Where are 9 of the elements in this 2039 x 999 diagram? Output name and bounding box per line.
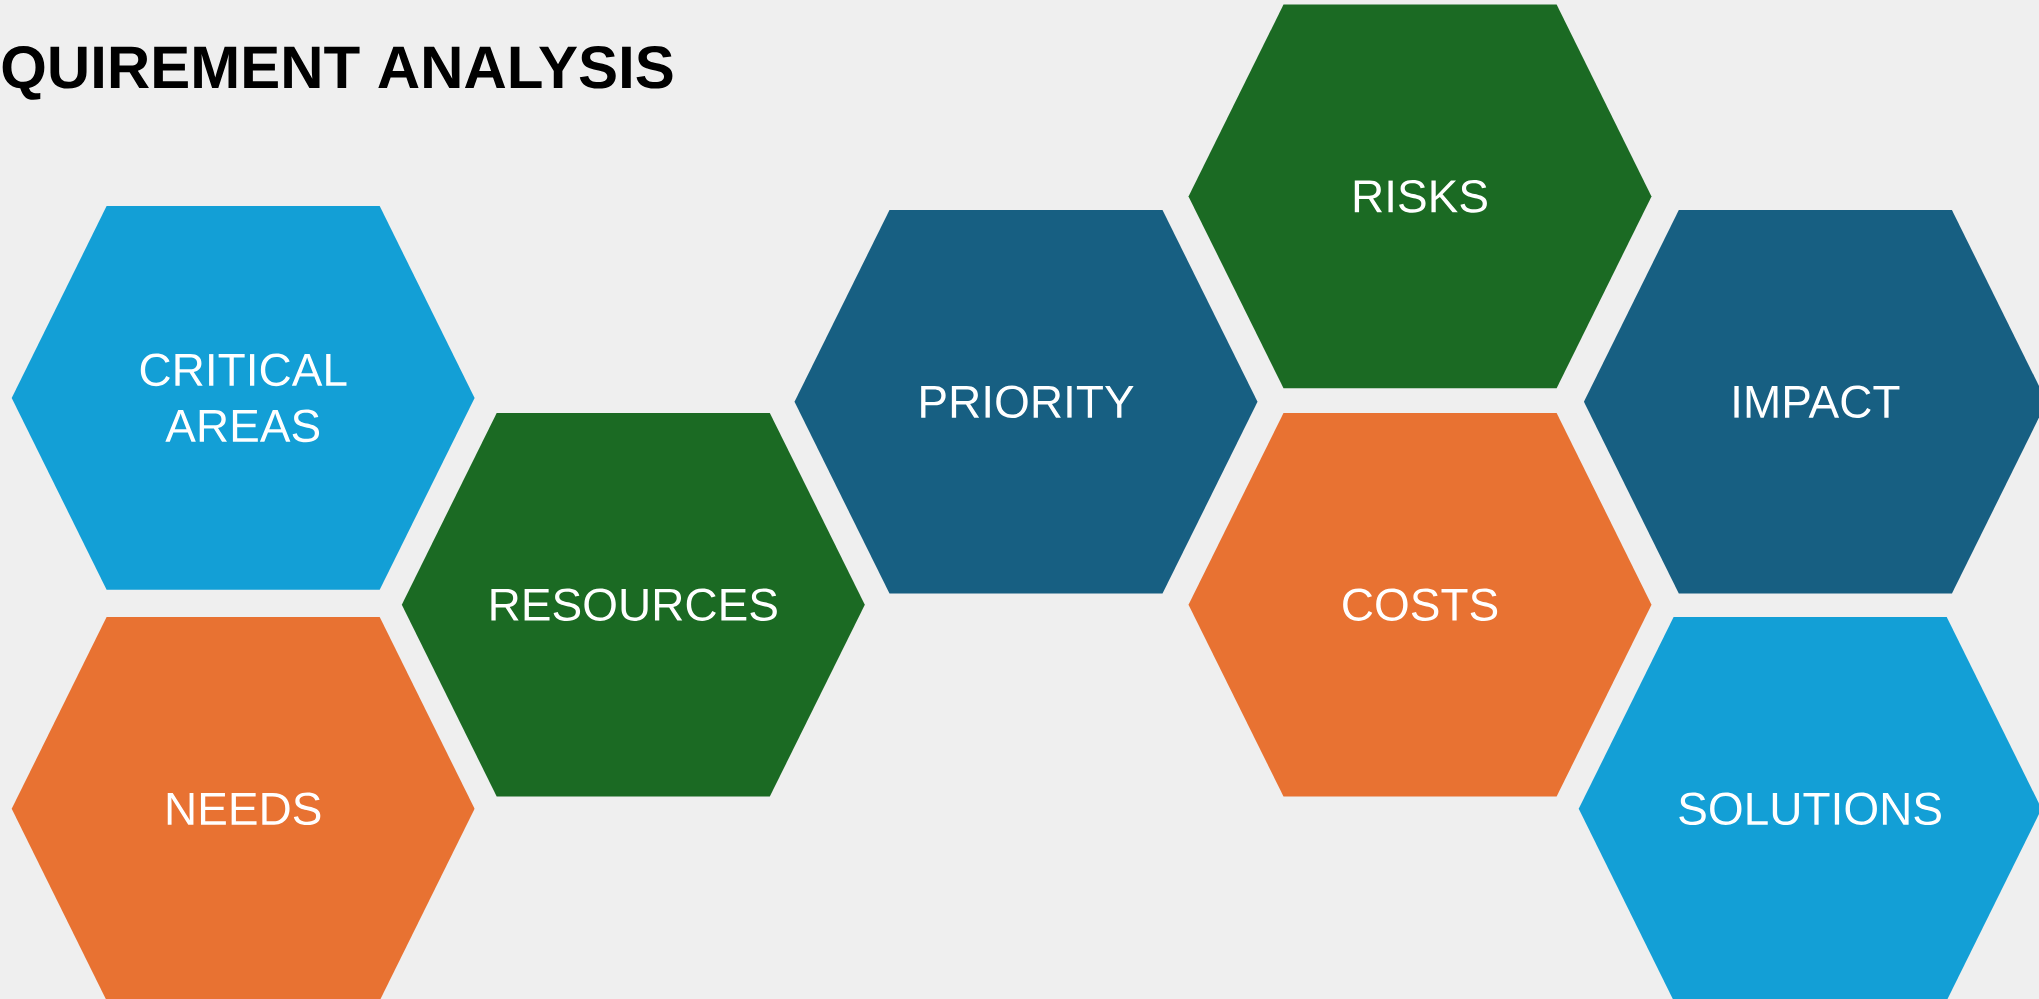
- hexagon: NEEDS: [11, 617, 475, 999]
- hexagon: RISKS: [1188, 4, 1652, 389]
- hexagon: CRITICAL AREAS: [11, 206, 475, 590]
- title: QUIREMENT ANALYSIS: [2, 46, 673, 100]
- hexagon: PRIORITY: [794, 210, 1258, 594]
- hexagon: IMPACT: [1583, 210, 2039, 594]
- hexagon: COSTS: [1188, 412, 1652, 797]
- hexagon: RESOURCES: [401, 412, 865, 797]
- hexagon: SOLUTIONS: [1578, 617, 2039, 999]
